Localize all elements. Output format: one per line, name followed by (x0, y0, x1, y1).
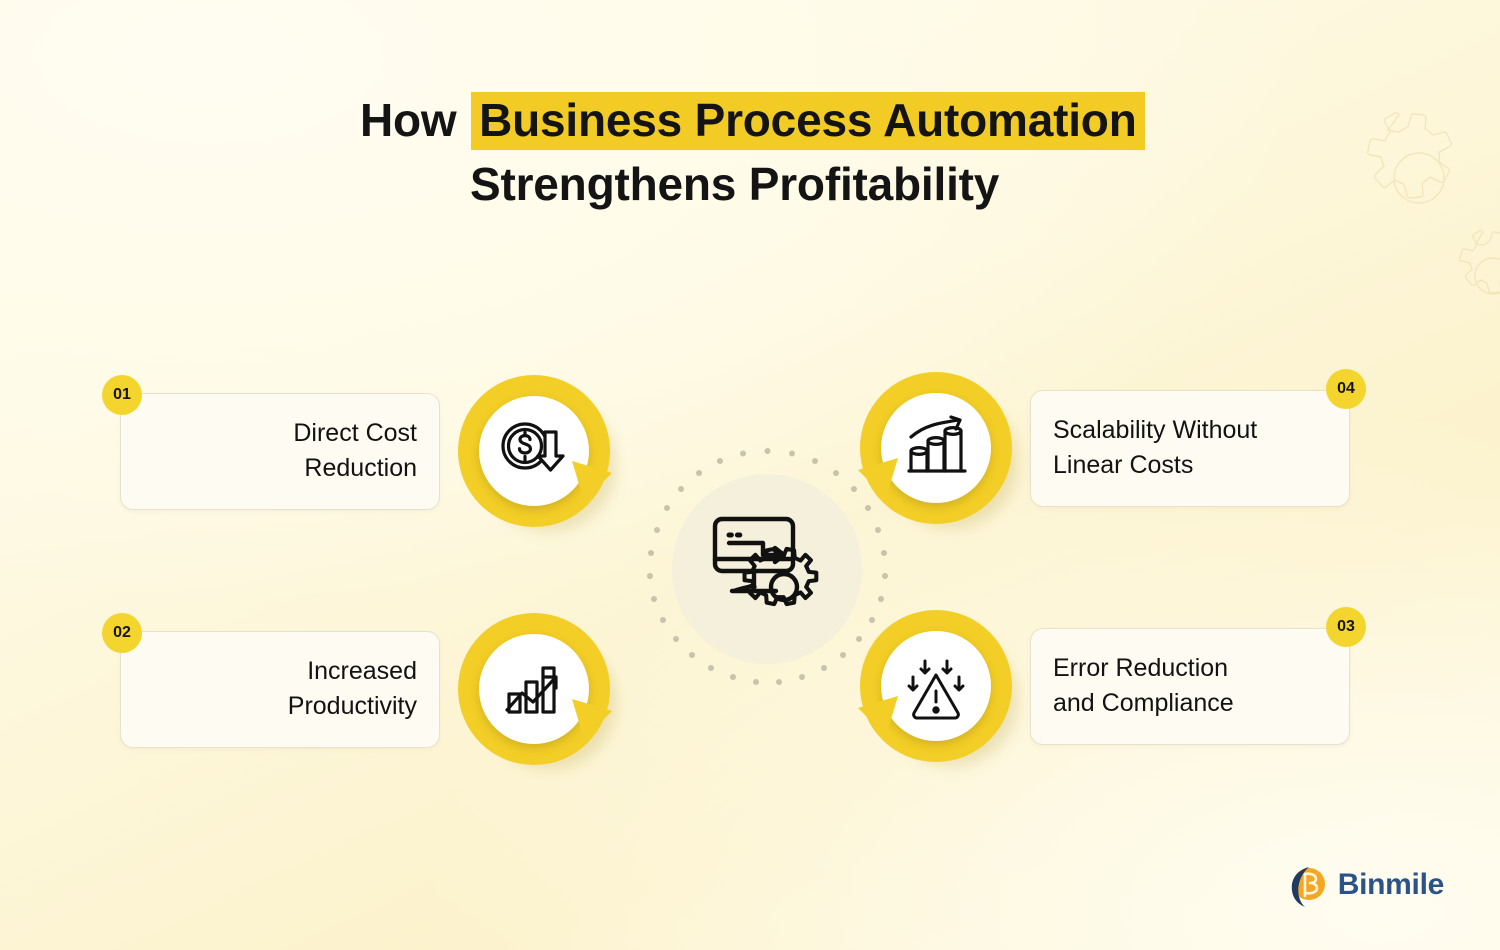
center-hub (645, 447, 890, 692)
dollar-arrow-down-icon (501, 422, 565, 472)
icon-ring-03 (858, 610, 1018, 766)
card-label-02-line1: Increased (307, 657, 417, 685)
warning-triangle-arrows-down-icon (907, 659, 965, 720)
title-highlight: Business Process Automation (471, 92, 1145, 150)
card-label-03-line1: Error Reduction (1053, 654, 1229, 682)
card-label-02: Increased Productivity (143, 654, 417, 724)
card-02[interactable]: 02 Increased Productivity (102, 612, 440, 748)
icon-ring-01 (458, 375, 616, 531)
binmile-logo[interactable]: Binmile (1285, 862, 1444, 908)
icon-ring-02 (458, 613, 616, 769)
card-label-04-line2: Linear Costs (1053, 451, 1194, 479)
badge-number-04: 04 (1326, 368, 1366, 409)
ring-circle (458, 375, 610, 527)
icon-ring-04 (858, 372, 1018, 528)
card-01[interactable]: 01 Direct Cost Reduction (102, 374, 440, 510)
badge-number-02: 02 (102, 612, 142, 653)
card-label-04: Scalability Without Linear Costs (1053, 413, 1327, 483)
item-02[interactable]: 02 Increased Productivity (102, 612, 640, 769)
item-04[interactable]: 04 Scalability Without Linear Costs (858, 368, 1380, 528)
card-label-01-line2: Reduction (304, 454, 417, 482)
item-01[interactable]: 01 Direct Cost Reduction (102, 374, 640, 531)
dotted-circle-icon (647, 448, 888, 685)
monitor-workflow-gear-icon (712, 516, 819, 607)
card-04[interactable]: 04 Scalability Without Linear Costs (1030, 368, 1366, 507)
binmile-logo-mark (1291, 867, 1325, 907)
card-label-02-line2: Productivity (287, 692, 417, 720)
ring-circle (860, 372, 1012, 524)
card-label-01-line1: Direct Cost (293, 419, 417, 447)
card-label-01: Direct Cost Reduction (143, 416, 417, 486)
badge-number-01: 01 (102, 374, 142, 415)
title-line-2: Strengthens Profitability (470, 158, 1000, 210)
item-03[interactable]: 03 Error Reduction and Compliance (858, 606, 1380, 766)
card-03[interactable]: 03 Error Reduction and Compliance (1030, 606, 1366, 745)
card-label-04-line1: Scalability Without (1053, 416, 1258, 444)
badge-number-03: 03 (1326, 606, 1366, 647)
gears-outline-icon (1336, 96, 1500, 301)
card-label-03: Error Reduction and Compliance (1053, 651, 1327, 721)
title-prefix: How (360, 94, 470, 146)
ring-circle (458, 613, 610, 765)
page-title: How Business Process Automation Strength… (360, 88, 1260, 216)
card-label-03-line2: and Compliance (1053, 689, 1234, 717)
logo-text: Binmile (1337, 868, 1445, 901)
ring-circle (860, 610, 1012, 762)
bar-chart-arrow-up-icon (907, 415, 967, 473)
growth-chart-arrow-up-icon (505, 666, 558, 714)
